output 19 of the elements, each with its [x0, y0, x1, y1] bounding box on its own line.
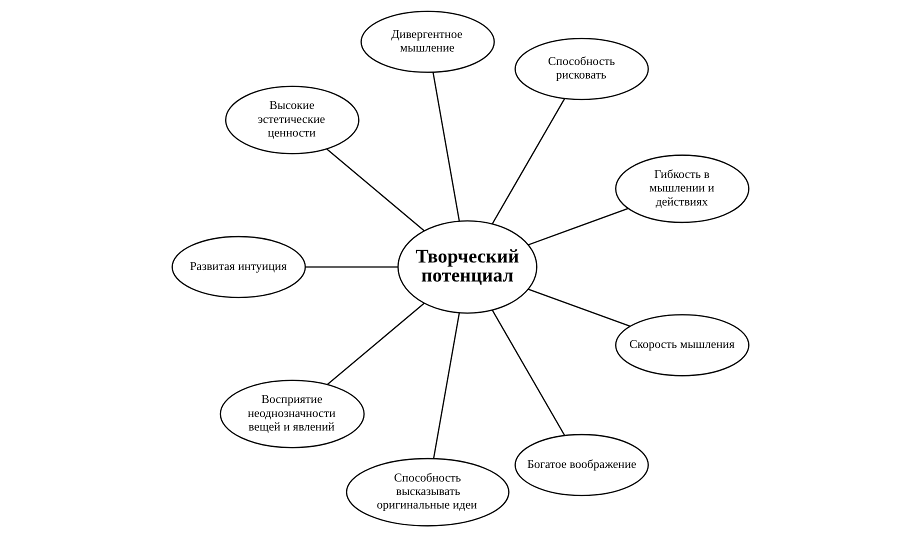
- node-ellipse: Творческий потенциал: [396, 220, 537, 314]
- connector: [326, 302, 424, 386]
- node-ellipse: Развитая интуиция: [171, 236, 306, 298]
- connector: [432, 312, 460, 459]
- connector: [305, 266, 398, 268]
- node-ellipse: Гибкость в мышлении и действиях: [614, 154, 749, 224]
- connector: [528, 288, 630, 327]
- node-ellipse: Восприятие неоднозначности вещей и явлений: [219, 380, 364, 448]
- connector: [432, 72, 460, 222]
- connector: [491, 98, 565, 224]
- node-ellipse: Дивергентное мышление: [360, 10, 494, 73]
- node-ellipse: Высокие эстетические ценности: [224, 86, 359, 154]
- connector: [326, 148, 424, 232]
- connector: [528, 208, 628, 246]
- node-ellipse: Богатое воображение: [514, 434, 648, 496]
- node-ellipse: Скорость мышления: [614, 314, 749, 376]
- node-ellipse: Способность высказывать оригинальные идеи: [345, 458, 509, 526]
- connector: [491, 310, 565, 436]
- node-ellipse: Способность рисковать: [514, 38, 648, 100]
